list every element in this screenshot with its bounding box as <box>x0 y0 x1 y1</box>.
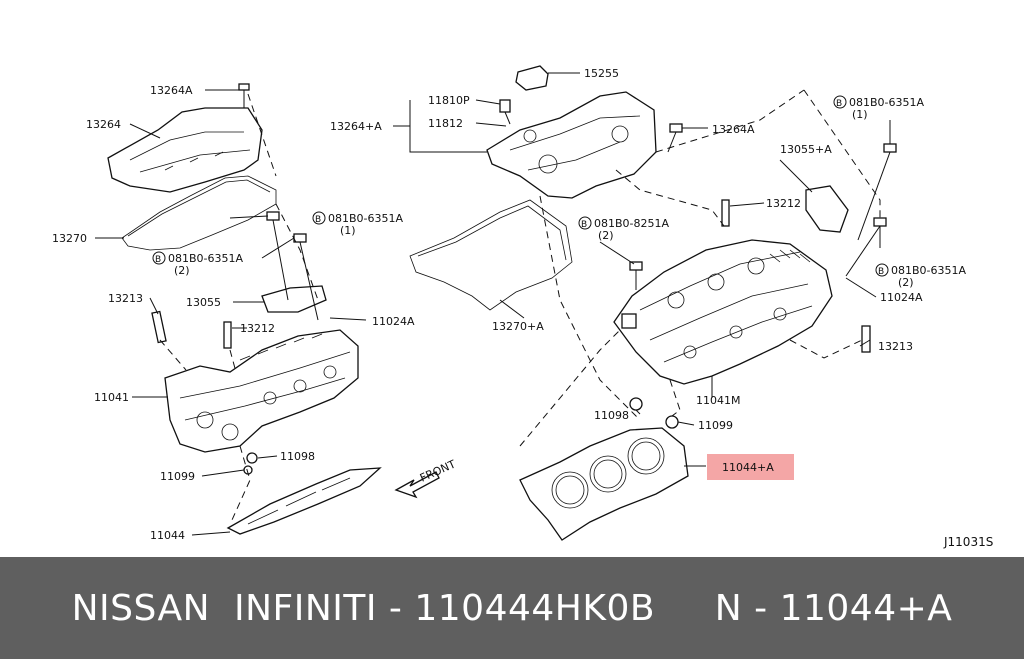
label-15255: 15255 <box>584 67 619 80</box>
dowel-13212-left <box>223 321 232 349</box>
label-11024a-right: 11024A <box>880 291 923 304</box>
label-bolt-qty-2-right: (2) <box>898 276 914 289</box>
right-cylinder-head <box>613 239 833 385</box>
label-13264a-mid: 13264A <box>712 123 755 136</box>
label-bolt-qty-1-left: (1) <box>340 224 356 237</box>
label-13213-right: 13213 <box>878 340 913 353</box>
label-13055-plus-a: 13055+A <box>780 143 832 156</box>
label-13264a-top: 13264A <box>150 84 193 97</box>
label-11041m: 11041M <box>696 394 740 407</box>
label-11024a-left: 11024A <box>372 315 415 328</box>
bracket-13055-plus-a <box>805 185 849 233</box>
front-direction-arrow <box>394 471 440 499</box>
part-number-text: NISSAN INFINITI - 110444HK0B N - 11044+A <box>71 587 953 629</box>
engine-head-exploded-diagram: B B B B B 13264A 13264 13270 081B0-6351A… <box>52 65 993 549</box>
label-13212-right: 13212 <box>766 197 801 210</box>
label-11098-left: 11098 <box>280 450 315 463</box>
label-11812: 11812 <box>428 117 463 130</box>
label-bolt-qty-1-right: (1) <box>852 108 868 121</box>
label-11044: 11044 <box>150 529 185 542</box>
label-front: FRONT <box>418 457 458 484</box>
bolt-symbol: B <box>878 267 884 277</box>
dowel-13212-right <box>721 199 730 227</box>
bolt-symbol: B <box>315 215 321 225</box>
right-valve-cover-gasket <box>409 199 573 311</box>
seal-11098-left <box>246 452 258 464</box>
label-13055: 13055 <box>186 296 221 309</box>
label-bolt-081b0-6351a-1-left: 081B0-6351A <box>328 212 404 225</box>
label-11044-plus-a: 11044+A <box>722 461 774 474</box>
label-13264-plus-a: 13264+A <box>330 120 382 133</box>
bolt-13264a-top <box>238 83 250 108</box>
label-11810p: 11810P <box>428 94 470 107</box>
label-11041: 11041 <box>94 391 129 404</box>
bolt-symbol: B <box>836 99 842 109</box>
pcv-valve-11810p <box>499 99 511 125</box>
seal-11099-right <box>665 415 679 429</box>
label-11099-left: 11099 <box>160 470 195 483</box>
diagram-code: J11031S <box>943 535 993 549</box>
label-bolt-081b0-8251a: 081B0-8251A <box>594 217 670 230</box>
seal-11098-right <box>629 397 643 411</box>
dowel-13213-left <box>151 310 167 344</box>
left-valve-cover <box>107 107 263 193</box>
label-bolt-081b0-6351a-2-right: 081B0-6351A <box>891 264 967 277</box>
part-highlight-11044-plus-a <box>707 454 794 480</box>
right-head-gasket <box>519 427 689 541</box>
label-bolt-081b0-6351a-1-right: 081B0-6351A <box>849 96 925 109</box>
oil-filler-cap-15255 <box>515 65 549 91</box>
label-13270-plus-a: 13270+A <box>492 320 544 333</box>
label-11098-right: 11098 <box>594 409 629 422</box>
bolt-symbol: B <box>155 255 161 265</box>
label-bolt-qty-8251a: (2) <box>598 229 614 242</box>
label-11099-right: 11099 <box>698 419 733 432</box>
label-13264: 13264 <box>86 118 121 131</box>
left-cylinder-head <box>164 329 359 453</box>
right-valve-cover <box>486 91 657 199</box>
bracket-13055 <box>261 285 327 313</box>
label-13213-left: 13213 <box>108 292 143 305</box>
bolt-081b0-6351a-1-left <box>266 211 289 301</box>
label-13212-left: 13212 <box>240 322 275 335</box>
left-head-gasket <box>226 467 382 535</box>
bolt-081b0-8251a <box>629 261 643 290</box>
bolt-symbol: B <box>581 220 587 230</box>
label-bolt-081b0-6351a-2-left: 081B0-6351A <box>168 252 244 265</box>
part-number-footer: NISSAN INFINITI - 110444HK0B N - 11044+A <box>0 557 1024 659</box>
label-bolt-qty-2-left: (2) <box>174 264 190 277</box>
dowel-13213-right <box>861 325 871 353</box>
label-13270: 13270 <box>52 232 87 245</box>
